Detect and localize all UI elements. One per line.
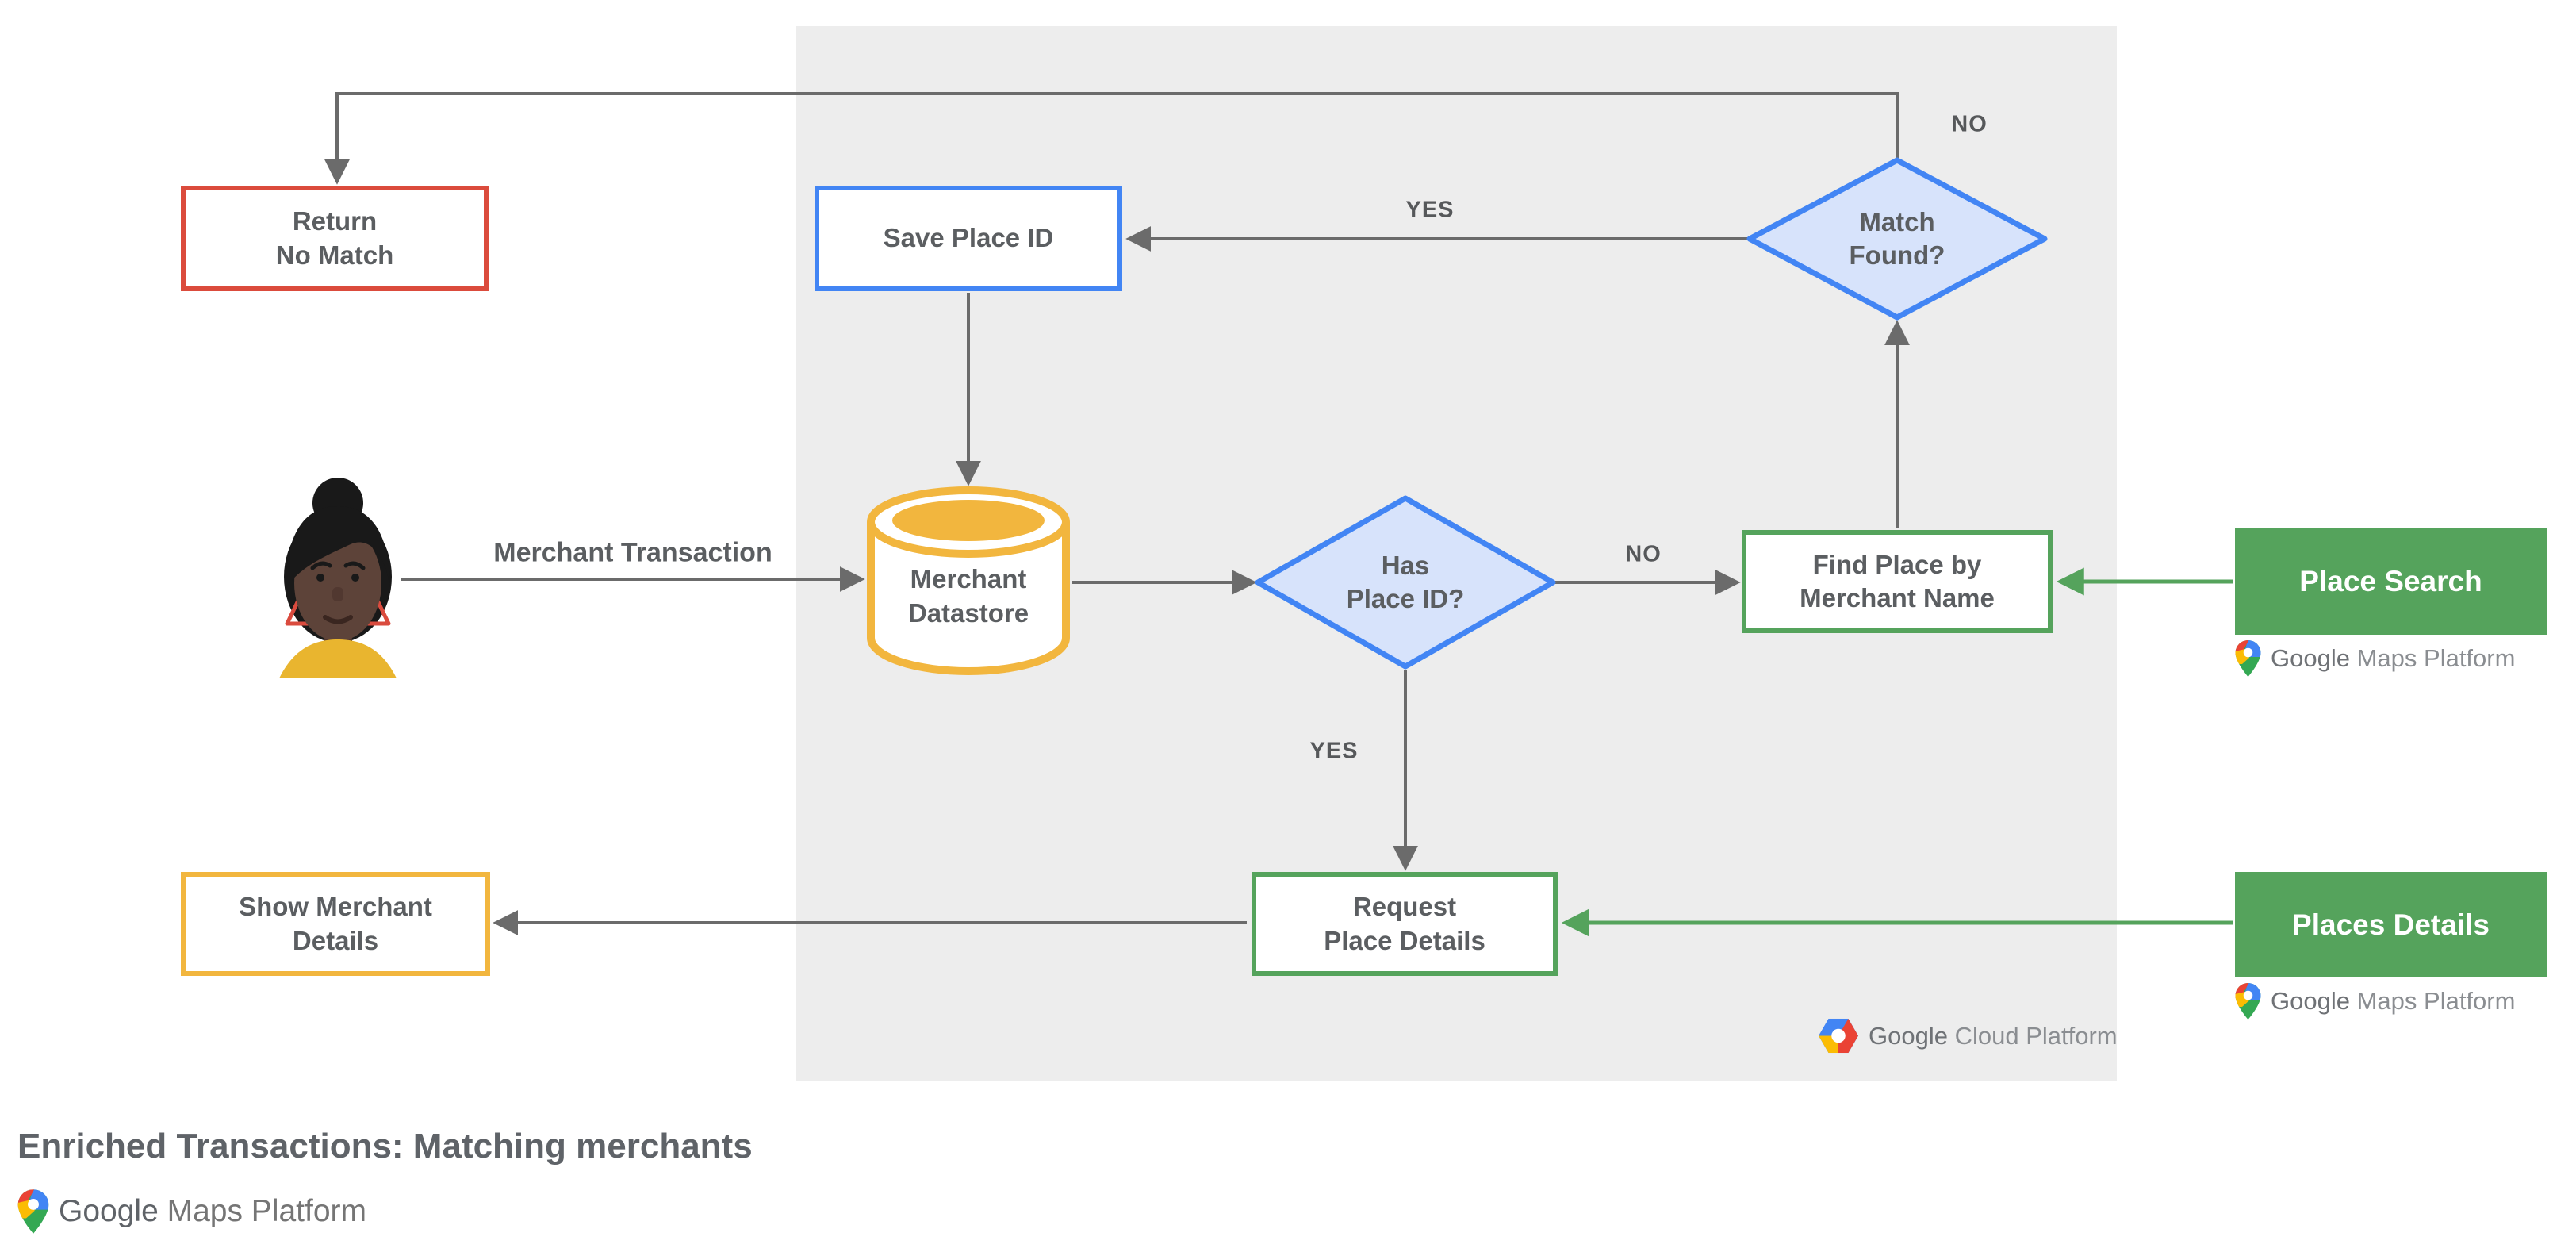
node-label: Has — [1381, 550, 1430, 580]
node-find-place-by-merchant-name: Find Place by Merchant Name — [1742, 530, 2053, 633]
node-label: Find Place by — [1812, 549, 1982, 579]
node-label: Found? — [1849, 240, 1945, 270]
logo-text-product: Maps Platform — [2356, 644, 2516, 672]
node-return-no-match: Return No Match — [181, 186, 489, 291]
node-request-place-details: Request Place Details — [1252, 872, 1558, 976]
edge-label-no-mid: NO — [1625, 541, 1662, 567]
logo-text-google: Google — [1869, 1021, 1948, 1050]
logo-text-product: Cloud Platform — [1954, 1021, 2118, 1050]
node-show-merchant-details: Show Merchant Details — [181, 872, 490, 976]
gmp-logo-footer: Google Maps Platform — [17, 1189, 366, 1235]
node-label: Return — [292, 206, 378, 236]
node-label: Place Details — [1324, 925, 1485, 955]
google-maps-pin-icon — [2235, 982, 2261, 1020]
google-maps-pin-icon — [17, 1189, 49, 1235]
database-cylinder-icon — [867, 486, 1070, 675]
logo-text-google: Google — [59, 1194, 159, 1228]
diamond-shape — [1255, 495, 1556, 670]
gmp-logo-place-search: Google Maps Platform — [2235, 639, 2515, 678]
node-label: Place ID? — [1346, 584, 1465, 613]
decision-match-found: Match Found? — [1746, 157, 2048, 321]
node-label: Merchant Name — [1800, 583, 1995, 613]
node-label: No Match — [275, 240, 394, 270]
node-label: Match — [1859, 206, 1935, 236]
person-avatar — [279, 478, 397, 678]
merchant-transaction-label: Merchant Transaction — [493, 537, 772, 568]
logo-text-google: Google — [2271, 987, 2350, 1015]
diagram-title: Enriched Transactions: Matching merchant… — [17, 1127, 753, 1166]
logo-text-google: Google — [2271, 644, 2350, 672]
logo-text-product: Maps Platform — [167, 1194, 367, 1228]
edge-label-yes-top: YES — [1405, 197, 1455, 223]
google-maps-pin-icon — [2235, 639, 2261, 678]
gcp-logo: Google Cloud Platform — [1818, 1018, 2118, 1054]
edge-label-no-top: NO — [1951, 111, 1988, 137]
node-label: Places Details — [2292, 908, 2490, 941]
logo-text-product: Maps Platform — [2356, 987, 2516, 1015]
node-label: Datastore — [907, 598, 1029, 628]
node-label: Request — [1352, 892, 1457, 922]
gmp-logo-places-details: Google Maps Platform — [2235, 982, 2515, 1020]
edge-no-to-return — [324, 92, 1899, 185]
node-merchant-datastore: Merchant Datastore — [864, 486, 1072, 680]
gcp-hexagon-icon — [1818, 1018, 1859, 1054]
node-label: Merchant — [910, 564, 1027, 594]
node-place-search-api: Place Search — [2235, 528, 2547, 635]
decision-has-place-id: Has Place ID? — [1255, 495, 1556, 670]
node-label: Show Merchant — [239, 892, 432, 922]
node-label: Details — [292, 925, 379, 955]
node-label: Place Search — [2299, 565, 2482, 597]
diamond-shape — [1746, 157, 2048, 321]
node-save-place-id: Save Place ID — [815, 186, 1122, 291]
edge-label-yes-mid: YES — [1309, 738, 1359, 764]
node-places-details-api: Places Details — [2235, 872, 2547, 977]
node-label: Save Place ID — [883, 223, 1054, 253]
